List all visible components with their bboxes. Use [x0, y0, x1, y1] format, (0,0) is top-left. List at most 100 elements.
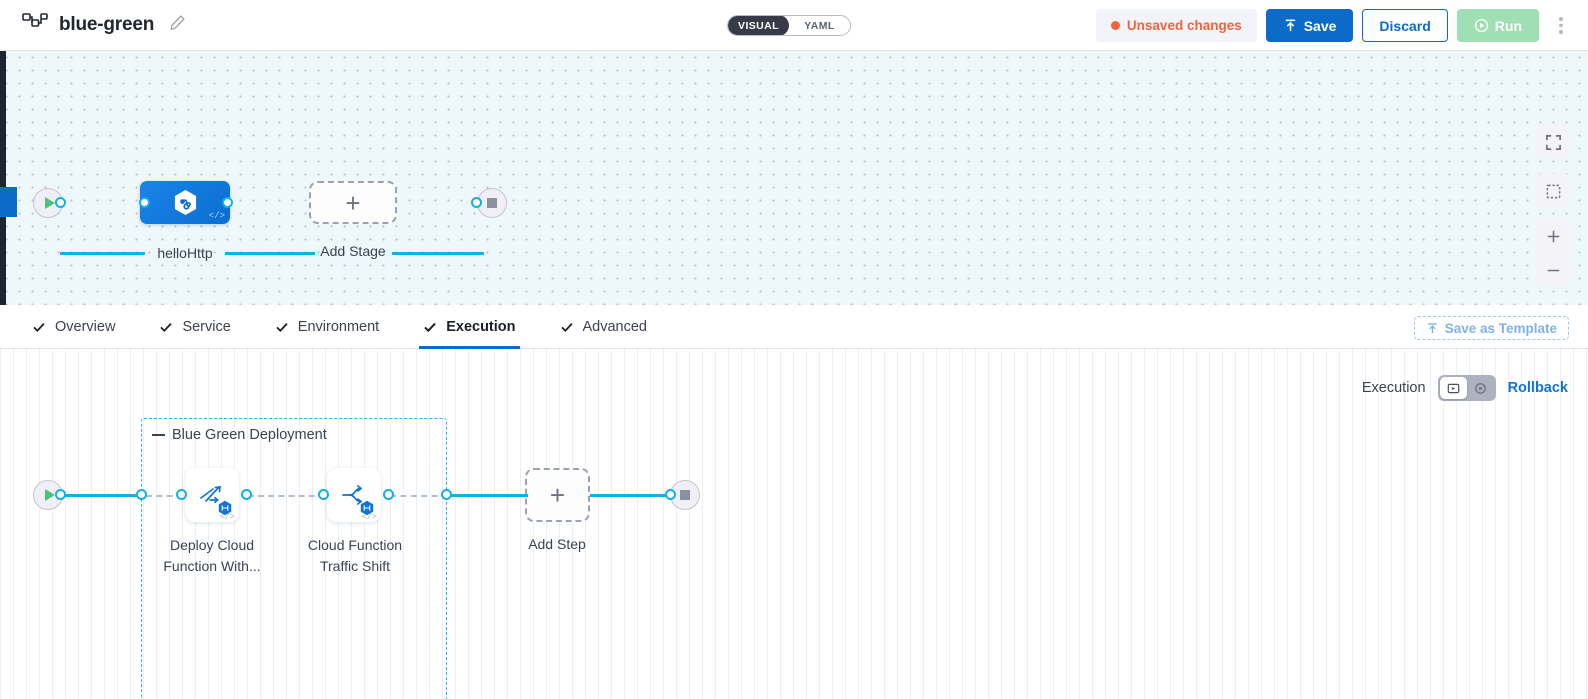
save-as-template-button[interactable]: Save as Template — [1413, 316, 1569, 340]
left-rail-selection — [0, 187, 17, 217]
edge-stage-to-addstage — [225, 252, 315, 255]
port-step1-out[interactable] — [241, 489, 252, 500]
port-stage-out[interactable] — [222, 197, 233, 208]
page-title: blue-green — [59, 14, 155, 35]
step-node-traffic-shift[interactable]: </> — [327, 468, 381, 522]
select-area-icon[interactable] — [1536, 174, 1570, 208]
deploy-function-icon — [200, 486, 221, 504]
zoom-out-icon[interactable] — [1536, 253, 1570, 287]
port-group-in[interactable] — [136, 489, 147, 500]
tab-advanced-label: Advanced — [582, 318, 648, 335]
save-button[interactable]: Save — [1265, 9, 1354, 42]
tab-environment-label: Environment — [297, 318, 380, 335]
stage-end-node[interactable] — [477, 188, 507, 218]
port-end-in[interactable] — [471, 197, 482, 208]
canvas-zoom-controls[interactable] — [1536, 219, 1570, 287]
tab-execution[interactable]: Execution — [401, 305, 537, 349]
hexagon-infinity-icon — [174, 190, 196, 215]
add-stage-button[interactable]: + — [309, 181, 397, 224]
step1-code-icon: </> — [219, 511, 235, 522]
port-step2-out[interactable] — [383, 489, 394, 500]
unsaved-dot-icon — [1110, 21, 1120, 30]
step-node-label-1: Deploy Cloud Function With... — [163, 537, 261, 574]
stage-node-label: helloHttp — [157, 245, 213, 261]
port-exec-end-in[interactable] — [665, 489, 676, 500]
step-group-title: Blue Green Deployment — [152, 427, 327, 443]
port-exec-start-out[interactable] — [55, 489, 66, 500]
execution-view-toggle[interactable] — [1437, 375, 1496, 401]
left-rail — [0, 51, 6, 305]
traffic-shift-icon — [342, 485, 363, 505]
check-icon — [424, 322, 436, 332]
mode-toggle[interactable]: VISUAL YAML — [727, 15, 851, 36]
mode-yaml-button[interactable]: YAML — [804, 19, 835, 32]
mode-visual-button[interactable]: VISUAL — [728, 16, 789, 35]
edge-group-to-addstep — [450, 494, 528, 497]
check-icon — [160, 322, 173, 332]
port-step2-in[interactable] — [318, 489, 329, 500]
step-node-deploy-cloud-function[interactable]: </> — [185, 468, 239, 522]
check-icon — [560, 322, 573, 332]
stage-canvas[interactable]: </> helloHttp + Add Stage — [0, 51, 1588, 305]
run-button[interactable]: Run — [1456, 9, 1539, 42]
edge-step1-to-step2 — [248, 495, 325, 497]
add-step-label: Add Step — [528, 536, 586, 552]
fullscreen-icon[interactable] — [1536, 125, 1570, 159]
step-group-blue-green[interactable] — [141, 418, 447, 699]
port-start-out[interactable] — [55, 197, 66, 208]
check-icon — [276, 322, 288, 332]
app-header: blue-green VISUAL YAML Unsaved changes S… — [0, 0, 1588, 51]
pencil-icon[interactable] — [165, 14, 186, 36]
check-icon — [33, 322, 45, 332]
rollback-view-icon[interactable] — [1467, 377, 1494, 399]
step-group-title-label: Blue Green Deployment — [172, 427, 327, 443]
stage-node-hellohttp[interactable]: </> — [140, 181, 230, 224]
zoom-in-icon[interactable] — [1536, 219, 1570, 253]
upload-icon — [1428, 322, 1437, 333]
execution-label: Execution — [1361, 380, 1426, 396]
hexagon-badge — [360, 500, 374, 516]
run-button-label: Run — [1494, 17, 1522, 34]
canvas-select-button[interactable] — [1536, 174, 1570, 208]
pipeline-icon — [22, 12, 48, 39]
execution-canvas[interactable]: Execution Rollback — [0, 349, 1588, 699]
edge-start-to-stage — [60, 252, 145, 255]
edge-addstep-to-end — [590, 494, 674, 497]
hexagon-badge — [218, 500, 232, 516]
rollback-link[interactable]: Rollback — [1507, 380, 1568, 396]
stage-code-icon: </> — [208, 211, 225, 221]
tab-environment[interactable]: Environment — [253, 305, 401, 349]
discard-button[interactable]: Discard — [1362, 9, 1448, 42]
kebab-menu-icon[interactable] — [1548, 11, 1574, 41]
collapse-icon[interactable] — [152, 433, 165, 437]
port-step1-in[interactable] — [176, 489, 187, 500]
add-stage-label: Add Stage — [320, 243, 386, 259]
add-step-button[interactable]: + — [525, 468, 590, 522]
stop-icon — [680, 490, 690, 500]
edge-addstage-to-end — [392, 252, 484, 255]
discard-button-label: Discard — [1379, 17, 1431, 34]
config-tabbar: Overview Service Environment Execution A… — [0, 305, 1588, 349]
edge-group-in-dash — [146, 495, 183, 497]
tab-service[interactable]: Service — [137, 305, 252, 349]
execution-controls: Execution Rollback — [1362, 375, 1568, 401]
tab-overview[interactable]: Overview — [10, 305, 137, 349]
port-group-out[interactable] — [441, 489, 452, 500]
edge-start-to-group — [60, 494, 145, 497]
unsaved-changes-badge: Unsaved changes — [1095, 9, 1257, 42]
port-stage-in[interactable] — [139, 197, 150, 208]
stop-icon — [487, 198, 497, 208]
tab-advanced[interactable]: Advanced — [538, 305, 670, 349]
header-actions: Unsaved changes Save Discard Run — [1095, 9, 1574, 42]
step-node-label-2: Cloud Function Traffic Shift — [307, 537, 403, 574]
edge-step2-to-group-out — [390, 495, 448, 497]
tab-service-label: Service — [182, 318, 231, 335]
tab-execution-label: Execution — [446, 318, 516, 335]
step2-code-icon: </> — [361, 511, 377, 522]
unsaved-changes-label: Unsaved changes — [1126, 18, 1242, 33]
play-icon — [44, 197, 55, 209]
canvas-fullscreen-button[interactable] — [1536, 125, 1570, 159]
steps-view-icon[interactable] — [1439, 377, 1467, 399]
play-icon — [44, 489, 55, 501]
